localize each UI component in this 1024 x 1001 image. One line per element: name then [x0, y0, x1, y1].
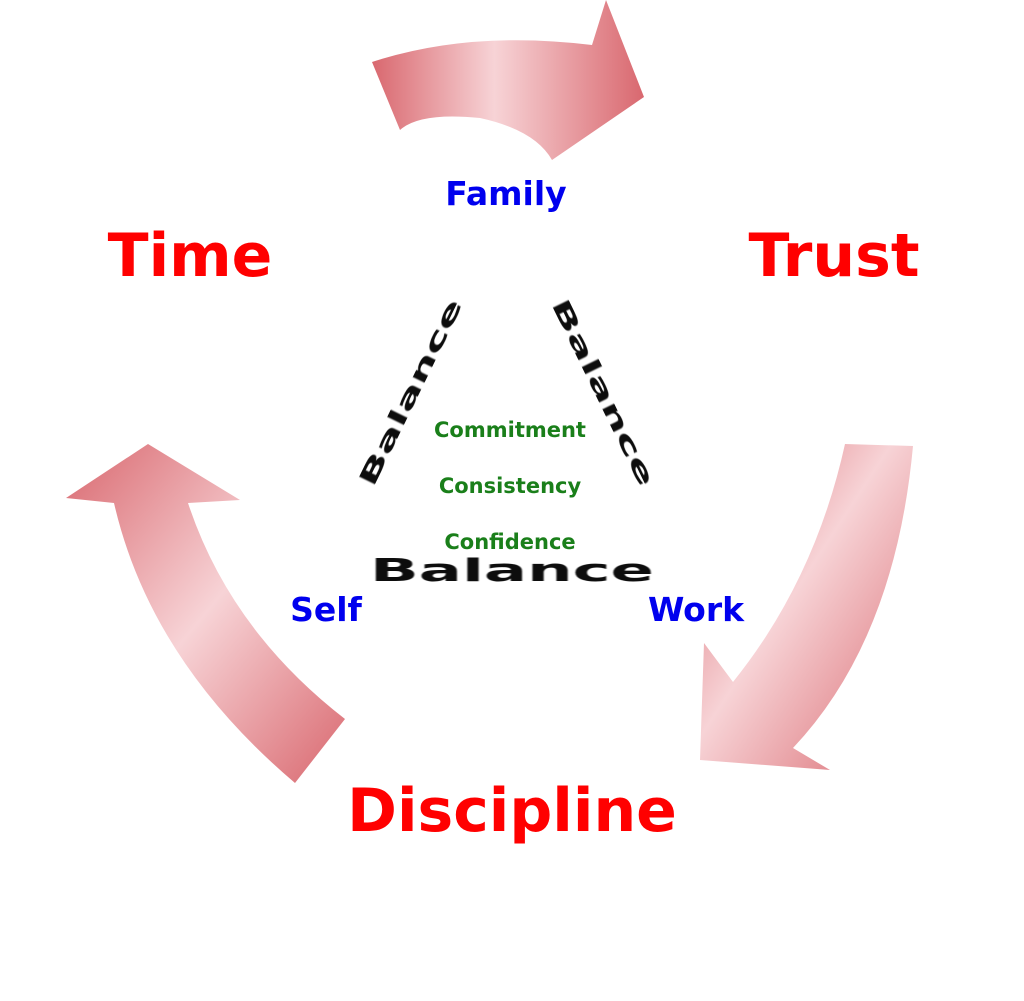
value-consistency: Consistency	[439, 474, 582, 498]
triangle-edge-left: Balance	[353, 294, 468, 491]
cycle-label-discipline: Discipline	[347, 776, 677, 846]
cycle-arrow-left	[66, 444, 345, 783]
cycle-label-time: Time	[108, 221, 273, 291]
vertex-label-family: Family	[445, 174, 566, 213]
triangle-edge-right: Balance	[546, 294, 661, 491]
vertex-label-self: Self	[290, 590, 362, 629]
value-confidence: Confidence	[444, 530, 575, 554]
vertex-label-work: Work	[648, 590, 745, 629]
cycle-arrow-right	[700, 444, 913, 770]
triangle-edge-bottom: Balance	[370, 552, 654, 588]
cycle-label-trust: Trust	[748, 221, 919, 291]
cycle-arrow-top	[372, 0, 644, 160]
value-commitment: Commitment	[434, 418, 586, 442]
